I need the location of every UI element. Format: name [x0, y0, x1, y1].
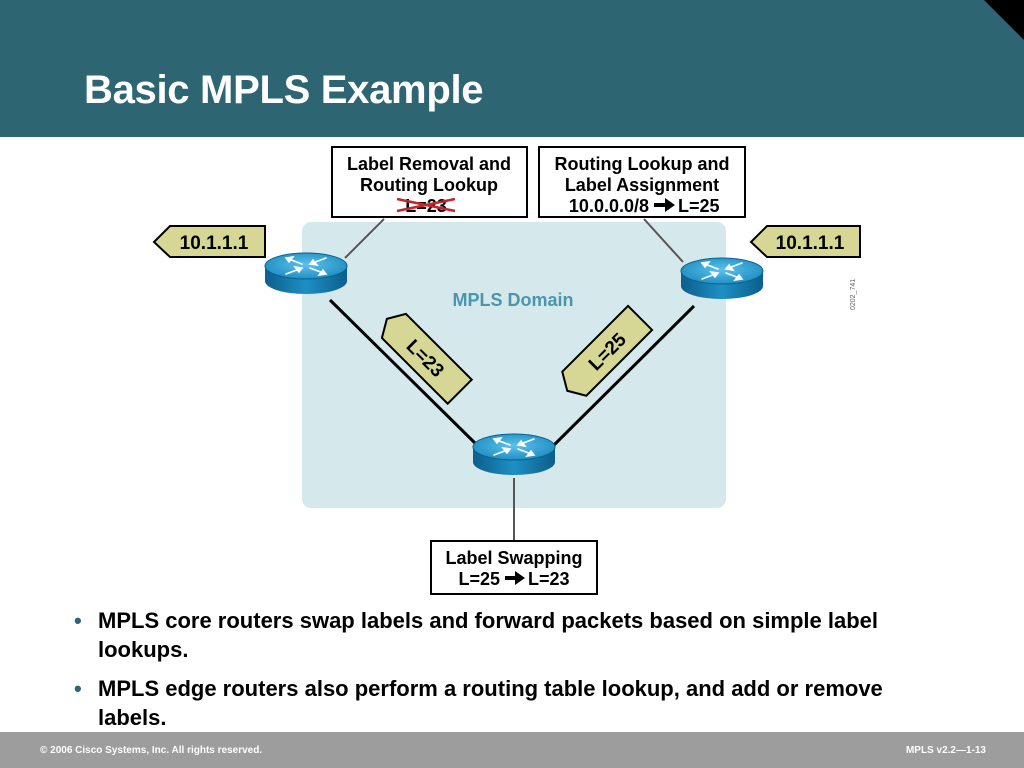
bullet-item: MPLS edge routers also perform a routing…: [72, 674, 952, 732]
callout-label-assignment: Routing Lookup and Label Assignment 10.0…: [538, 146, 746, 218]
footer-bar: © 2006 Cisco Systems, Inc. All rights re…: [0, 732, 1024, 768]
footer-copyright: © 2006 Cisco Systems, Inc. All rights re…: [40, 745, 263, 756]
title-bar: Basic MPLS Example: [0, 0, 1024, 137]
callout-swapping-out-label: L=23: [528, 569, 570, 589]
callout-removal-line1: Label Removal and: [347, 154, 511, 174]
slide-title: Basic MPLS Example: [84, 68, 484, 112]
callout-label-swapping: Label Swapping L=25 L=23: [430, 540, 598, 595]
assignment-arrow-icon: [654, 198, 675, 212]
bullet-item: MPLS core routers swap labels and forwar…: [72, 606, 952, 664]
mpls-diagram: MPLS Domain 0202_741 10.1.1.1 10.1.1.1 L…: [152, 146, 861, 595]
callout-connector-right: [643, 218, 684, 263]
mpls-domain-area: [302, 222, 726, 508]
packet-tag-left-text: 10.1.1.1: [180, 233, 249, 254]
callout-assignment-prefix: 10.0.0.0/8: [569, 196, 649, 216]
bullet-list: MPLS core routers swap labels and forwar…: [72, 606, 952, 742]
corner-triangle: [984, 0, 1024, 40]
packet-tag-right-text: 10.1.1.1: [776, 233, 845, 254]
footer-course-id: MPLS v2.2—1-13: [905, 745, 986, 756]
callout-assignment-line2: Label Assignment: [565, 175, 719, 195]
packet-tag-right: 10.1.1.1: [749, 225, 861, 258]
router-core: [472, 433, 556, 476]
figure-id: 0202_741: [850, 279, 857, 310]
link-tag-left: L=23: [380, 312, 474, 406]
callout-label-removal: Label Removal and Routing Lookup L=23: [331, 146, 528, 218]
callout-swapping-in-label: L=25: [458, 569, 500, 589]
router-left-edge: [264, 252, 348, 295]
link-right-core: [551, 304, 696, 448]
callout-assignment-line1: Routing Lookup and: [555, 154, 730, 174]
callout-assignment-label: L=25: [678, 196, 720, 216]
mpls-domain-label: MPLS Domain: [452, 290, 573, 310]
packet-tag-left: 10.1.1.1: [152, 225, 266, 258]
router-right-edge: [680, 257, 764, 300]
strike-line-2: [396, 197, 456, 213]
callout-removal-line2: Routing Lookup: [360, 175, 498, 195]
swapping-arrow-icon: [505, 571, 525, 585]
callout-swapping-line1: Label Swapping: [445, 548, 582, 568]
link-left-core: [328, 298, 480, 448]
callout-connector-left: [344, 218, 385, 259]
